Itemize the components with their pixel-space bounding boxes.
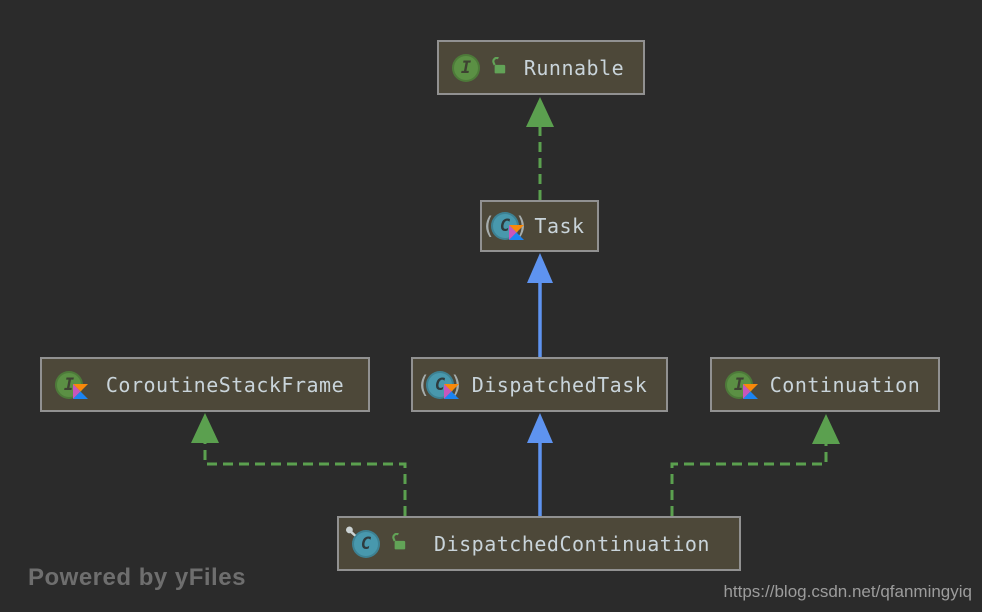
node-task[interactable]: ( C ) Task xyxy=(480,200,599,252)
node-label: DispatchedTask xyxy=(471,372,648,397)
node-dispatchedcontinuation[interactable]: C DispatchedContinuation xyxy=(337,516,741,571)
kotlin-interface-icon: I xyxy=(724,370,758,400)
node-dispatchedtask[interactable]: ( C ) DispatchedTask xyxy=(411,357,668,412)
node-label: Task xyxy=(534,214,585,238)
kotlin-icon xyxy=(73,383,88,403)
interface-icon: I xyxy=(451,53,481,83)
kotlin-interface-icon: I xyxy=(54,370,88,400)
edge-dispatchedcontinuation-continuation xyxy=(670,414,840,516)
kotlin-icon xyxy=(743,383,758,403)
kotlin-icon xyxy=(444,383,459,403)
internal-class-icon: C xyxy=(346,525,381,559)
key-icon xyxy=(343,521,362,543)
open-lock-icon xyxy=(489,56,507,79)
node-label: CoroutineStackFrame xyxy=(105,372,345,397)
class-letter: C xyxy=(499,216,511,236)
node-label: Runnable xyxy=(523,55,625,80)
edge-task-runnable xyxy=(526,97,554,200)
node-label: Continuation xyxy=(769,372,921,397)
node-continuation[interactable]: I Continuation xyxy=(710,357,940,412)
abstract-class-icon: ( C ) xyxy=(484,211,526,241)
edge-dispatchedtask-task xyxy=(527,253,553,357)
interface-letter: I xyxy=(460,57,472,78)
url-watermark: https://blog.csdn.net/qfanmingyiq xyxy=(723,582,972,601)
powered-by-yfiles-watermark: Powered by yFiles xyxy=(28,564,246,591)
kotlin-icon xyxy=(509,225,524,244)
edge-dispatchedcontinuation-dispatchedtask xyxy=(527,413,553,516)
node-coroutinestackframe[interactable]: I CoroutineStackFrame xyxy=(40,357,370,412)
abstract-class-icon: ( C ) xyxy=(419,370,461,400)
edge-dispatchedcontinuation-coroutinestackframe xyxy=(191,413,407,516)
interface-letter: I xyxy=(733,374,745,395)
node-runnable[interactable]: I Runnable xyxy=(437,40,645,95)
class-letter: C xyxy=(360,533,372,554)
interface-letter: I xyxy=(63,374,75,395)
node-label: DispatchedContinuation xyxy=(434,531,710,556)
class-letter: C xyxy=(434,374,446,395)
open-lock-icon xyxy=(389,532,407,555)
